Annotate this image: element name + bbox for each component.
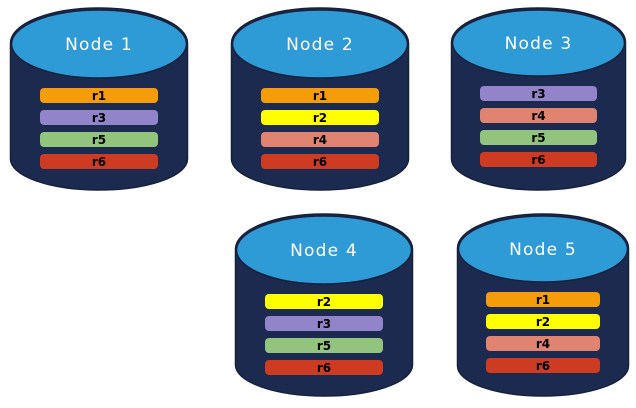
replica-label: r2 <box>312 110 328 125</box>
replica-bar[interactable]: r3 <box>480 86 597 101</box>
replica-label: r1 <box>535 292 551 307</box>
replica-label: r6 <box>312 154 328 169</box>
replica-label: r5 <box>91 132 107 147</box>
replica-bar[interactable]: r6 <box>480 152 597 167</box>
replica-bar[interactable]: r6 <box>486 358 600 373</box>
replica-bar[interactable]: r2 <box>265 294 383 309</box>
cylinder-top-ellipse <box>235 215 413 285</box>
replica-bar-list: r1 r3 r5 r6 <box>10 88 188 169</box>
replica-bar[interactable]: r4 <box>480 108 597 123</box>
replica-label: r5 <box>316 338 332 353</box>
replica-bar[interactable]: r6 <box>40 154 158 169</box>
replica-label: r2 <box>535 314 551 329</box>
replica-label: r3 <box>91 110 107 125</box>
replica-bar[interactable]: r1 <box>40 88 158 103</box>
replica-bar[interactable]: r2 <box>261 110 379 125</box>
replica-bar[interactable]: r1 <box>486 292 600 307</box>
replica-label: r4 <box>535 336 551 351</box>
replica-label: r5 <box>531 130 546 145</box>
replica-label: r3 <box>531 86 546 101</box>
replica-label: r4 <box>312 132 328 147</box>
replica-label: r4 <box>531 108 546 123</box>
replica-label: r6 <box>531 152 546 167</box>
replica-label: r3 <box>316 316 332 331</box>
cylinder-top-ellipse <box>10 9 188 79</box>
cylinder-top-ellipse <box>451 9 626 77</box>
replica-bar[interactable]: r1 <box>261 88 379 103</box>
replica-bar[interactable]: r6 <box>261 154 379 169</box>
replica-bar[interactable]: r4 <box>486 336 600 351</box>
replica-label: r2 <box>316 294 332 309</box>
replica-bar[interactable]: r2 <box>486 314 600 329</box>
cylinder-top-ellipse <box>231 9 409 79</box>
replica-bar[interactable]: r5 <box>265 338 383 353</box>
replica-bar[interactable]: r6 <box>265 360 383 375</box>
replica-bar-list: r1 r2 r4 r6 <box>457 292 629 373</box>
replica-bar[interactable]: r4 <box>261 132 379 147</box>
replica-label: r6 <box>535 358 551 373</box>
replica-label: r6 <box>91 154 107 169</box>
replica-bar-list: r3 r4 r5 r6 <box>451 86 626 167</box>
replica-label: r1 <box>312 88 328 103</box>
replica-label: r6 <box>316 360 332 375</box>
replica-bar-list: r1 r2 r4 r6 <box>231 88 409 169</box>
replica-label: r1 <box>91 88 107 103</box>
cylinder-top-ellipse <box>457 215 629 283</box>
replica-bar-list: r2 r3 r5 r6 <box>235 294 413 375</box>
replica-bar[interactable]: r3 <box>265 316 383 331</box>
replica-bar[interactable]: r5 <box>40 132 158 147</box>
replica-bar[interactable]: r5 <box>480 130 597 145</box>
replica-bar[interactable]: r3 <box>40 110 158 125</box>
